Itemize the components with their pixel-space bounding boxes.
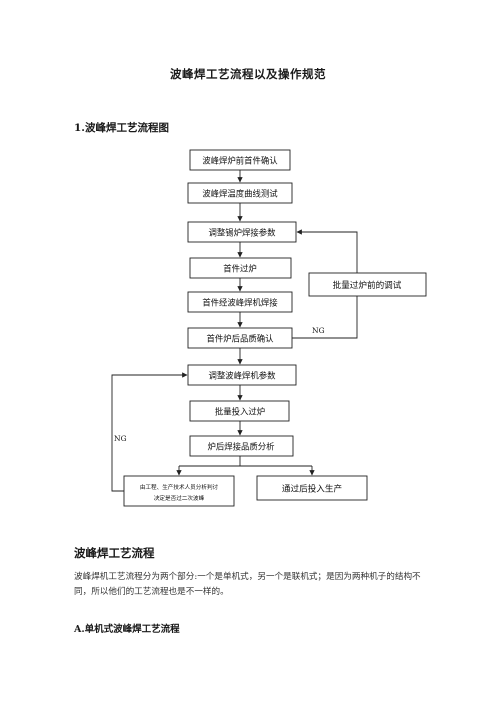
flow-step-7: 调整波峰焊机参数 <box>187 364 297 386</box>
flow-bottom-left-box: 由工程、生产技术人员分析判讨 决定是否过二次波峰 <box>123 475 235 507</box>
section-paragraph: 波峰焊机工艺流程分为两个部分:一个是单机式，另一个是联机式；是因为两种机子的结构… <box>74 572 421 597</box>
section-heading-process: 波峰焊工艺流程 <box>74 546 155 560</box>
flow-step-3: 调整锡炉焊接参数 <box>187 221 297 243</box>
flow-step-3-label: 调整锡炉焊接参数 <box>209 228 277 238</box>
flow-bottom-right-box: 通过后投入生产 <box>256 475 368 501</box>
flow-step-1: 波峰焊炉前首件确认 <box>189 149 291 171</box>
flow-side-box: 批量过炉前的调试 <box>308 272 427 297</box>
flow-step-8: 批量投入过炉 <box>189 400 290 422</box>
flow-step-7-label: 调整波峰焊机参数 <box>209 371 277 381</box>
ng-label-left: NG <box>114 434 127 443</box>
doc-title: 波峰焊工艺流程以及操作规范 <box>170 67 326 81</box>
flow-step-2: 波峰焊温度曲线测试 <box>187 182 293 204</box>
flow-step-5: 首件经波峰焊机焊接 <box>187 291 293 313</box>
flow-step-8-label: 批量投入过炉 <box>215 407 265 417</box>
flow-step-6: 首件炉后品质确认 <box>187 327 293 349</box>
flow-bottom-left-line2: 决定是否过二次波峰 <box>154 494 205 502</box>
subsection-heading: A.单机式波峰焊工艺流程 <box>74 624 180 635</box>
flow-bottom-left-line1: 由工程、生产技术人员分析判讨 <box>140 483 219 491</box>
flow-step-2-label: 波峰焊温度曲线测试 <box>202 189 278 199</box>
flow-step-4: 首件过炉 <box>189 257 292 279</box>
flow-step-4-label: 首件过炉 <box>223 264 257 274</box>
flow-step-9: 炉后焊接品质分析 <box>189 435 294 457</box>
flow-step-6-label: 首件炉后品质确认 <box>207 334 275 344</box>
flow-connectors <box>111 170 358 492</box>
section-heading-flowchart: 1.波峰焊工艺流程图 <box>74 122 169 134</box>
flow-side-box-label: 批量过炉前的调试 <box>333 279 402 291</box>
flow-step-5-label: 首件经波峰焊机焊接 <box>202 298 278 308</box>
flow-bottom-right-label: 通过后投入生产 <box>282 483 342 495</box>
flow-step-9-label: 炉后焊接品质分析 <box>208 442 275 452</box>
ng-label-right: NG <box>312 326 325 335</box>
flow-step-1-label: 波峰焊炉前首件确认 <box>202 156 278 166</box>
